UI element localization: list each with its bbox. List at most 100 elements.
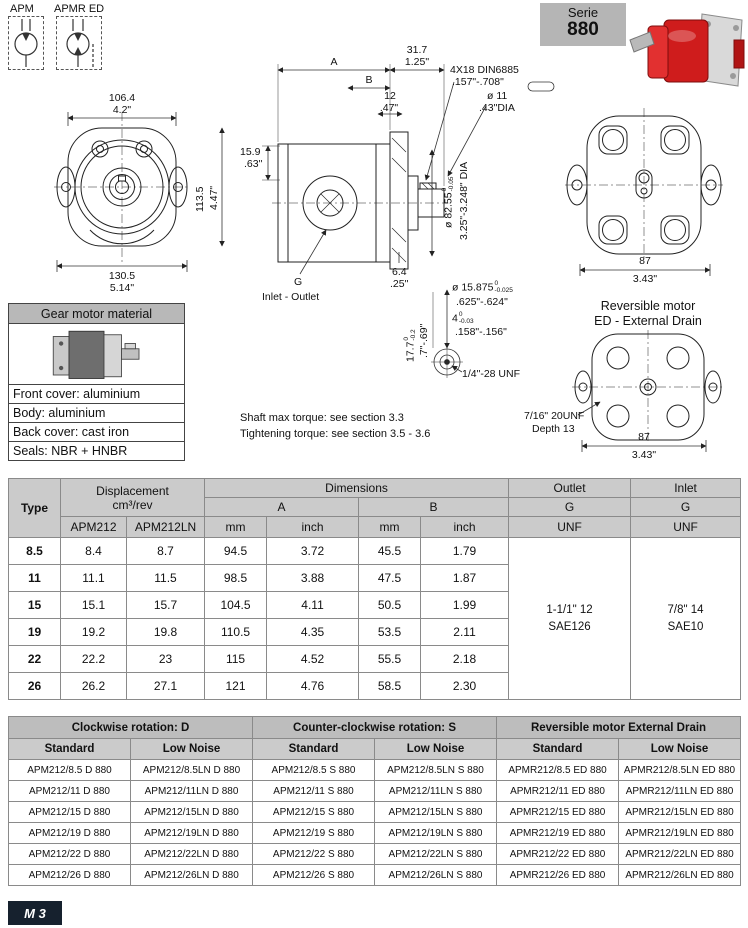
- order-code-cell: APM212/11 D 880: [8, 780, 131, 802]
- order-code-cell: APM212/26LN S 880: [374, 864, 498, 886]
- side-left-mm: 15.9: [240, 146, 261, 158]
- sub-header-standard-1: Standard: [8, 738, 131, 760]
- page-section-badge: M 3: [8, 901, 62, 925]
- order-code-cell: APM212/11LN D 880: [129, 780, 254, 802]
- dim-cell-type: 19: [8, 618, 61, 646]
- material-box-image: [9, 324, 184, 384]
- series-label: Serie: [567, 5, 599, 20]
- group-header-counter-clockwise: Counter-clockwise rotation: S: [252, 716, 498, 739]
- sub-header-standard-3: Standard: [496, 738, 620, 760]
- order-code-cell: APMR212/11 ED 880: [496, 780, 620, 802]
- order-group-header-row: Clockwise rotation: D Counter-clockwise …: [7, 716, 742, 739]
- front-view-drawing: [54, 112, 190, 262]
- dim-cell-a_in: 4.76: [266, 672, 360, 700]
- apm-hydraulic-symbol-icon: [14, 19, 38, 67]
- col-header-inlet-g: G: [630, 497, 742, 517]
- dim-cell-a_in: 4.35: [266, 618, 360, 646]
- col-header-dimensions: Dimensions: [204, 478, 510, 498]
- reversible-drain-thread: 7/16" 20UNF: [524, 410, 585, 422]
- sub-header-standard-2: Standard: [252, 738, 376, 760]
- side-pilot-dia-value: ø 82.55: [442, 192, 455, 228]
- order-codes-table: Clockwise rotation: D Counter-clockwise …: [7, 716, 742, 886]
- shaft-dia-tol-bot: -0.025: [494, 286, 513, 294]
- inlet-port-line: SAE10: [667, 620, 704, 633]
- shaft-key-tol-top: 0: [458, 311, 463, 318]
- dim-cell-apm212ln: 8.7: [125, 537, 206, 565]
- order-code-cell: APM212/26 S 880: [252, 864, 376, 886]
- dim-cell-a_mm: 121: [204, 672, 268, 700]
- dim-cell-a_in: 4.11: [266, 591, 360, 619]
- col-header-displacement: Displacement cm³/rev: [59, 478, 206, 517]
- shaft-len-tol-bot: -0.2: [409, 329, 417, 341]
- side-pilot-tol-bot: -0.05: [447, 176, 455, 192]
- dim-cell-b_mm: 53.5: [358, 618, 422, 646]
- side-shaft-dia-in: .43"DIA: [479, 102, 515, 114]
- dim-cell-type: 26: [8, 672, 61, 700]
- dim-cell-apm212: 22.2: [60, 645, 127, 673]
- sub-header-low-noise-3: Low Noise: [618, 738, 742, 760]
- side-top-mm: 31.7: [406, 44, 428, 56]
- order-table-wrap: Clockwise rotation: D Counter-clockwise …: [7, 716, 742, 886]
- side-view-drawing: [272, 131, 447, 270]
- displacement-line1: Displacement: [96, 483, 169, 498]
- order-code-cell: APM212/11 S 880: [252, 780, 376, 802]
- order-code-cell: APMR212/22 ED 880: [496, 843, 620, 865]
- order-code-cell: APMR212/19 ED 880: [496, 822, 620, 844]
- dim-header-row-1: Type Displacement cm³/rev Dimensions Out…: [8, 478, 742, 538]
- side-inlet-outlet-label: Inlet - Outlet: [262, 291, 320, 303]
- material-box: Gear motor material Front cover: alumini…: [8, 303, 185, 461]
- side-bottom-mm: 6.4: [392, 266, 407, 278]
- dim-cell-b_in: 2.11: [420, 618, 510, 646]
- col-header-a: A: [204, 497, 360, 517]
- order-code-cell: APMR212/8.5 ED 880: [496, 759, 620, 781]
- shaft-len-in: .7"-.69": [418, 323, 430, 358]
- front-width-mm: 106.4: [108, 92, 136, 104]
- side-bottom-in: .25": [390, 278, 409, 290]
- dim-cell-apm212: 15.1: [60, 591, 127, 619]
- col-header-b: B: [358, 497, 510, 517]
- dim-cell-apm212ln: 11.5: [125, 564, 206, 592]
- front-base-in: 5.14": [109, 282, 135, 294]
- apmr-hydraulic-symbol-icon: [66, 19, 94, 67]
- material-back-cover: Back cover: cast iron: [9, 422, 184, 441]
- dim-cell-apm212ln: 23: [125, 645, 206, 673]
- order-code-cell: APM212/19 D 880: [8, 822, 131, 844]
- dim-cell-apm212: 11.1: [60, 564, 127, 592]
- side-left-in: .63": [244, 158, 263, 170]
- order-code-cell: APM212/26 D 880: [8, 864, 131, 886]
- side-b2-mm: 12: [384, 90, 396, 102]
- order-code-cell: APM212/19 S 880: [252, 822, 376, 844]
- shaft-key-tol-bot: -0.03: [458, 317, 474, 325]
- order-code-cell: APMR212/8.5LN ED 880: [618, 759, 742, 781]
- dim-header-row-2: A B G G: [9, 497, 742, 517]
- dim-cell-b_mm: 58.5: [358, 672, 422, 700]
- col-header-b-inch: inch: [420, 516, 510, 538]
- order-code-cell: APM212/8.5LN D 880: [129, 759, 254, 781]
- front-height-in: 4.47": [208, 185, 220, 210]
- material-body: Body: aluminium: [9, 403, 184, 422]
- col-header-inlet: Inlet: [630, 478, 742, 498]
- dim-cell-a_in: 3.72: [266, 537, 360, 565]
- dim-cell-a_in: 4.52: [266, 645, 360, 673]
- material-seals: Seals: NBR + HNBR: [9, 441, 184, 460]
- dim-cell-a_mm: 110.5: [204, 618, 268, 646]
- product-photo-red-motor: [629, 13, 745, 87]
- side-key-spec: 4X18 DIN6885: [450, 64, 519, 76]
- shaft-dia-tol-top: 0: [494, 280, 499, 287]
- side-shaft-dia: ø 11: [487, 90, 508, 102]
- group-header-reversible: Reversible motor External Drain: [496, 716, 742, 739]
- gear-motor-photo-icon: [52, 330, 139, 379]
- order-code-cell: APM212/22 S 880: [252, 843, 376, 865]
- col-header-outlet: Outlet: [508, 478, 632, 498]
- dim-cell-type: 15: [8, 591, 61, 619]
- material-box-title: Gear motor material: [9, 304, 184, 324]
- reversible-width-in: 3.43": [631, 449, 657, 461]
